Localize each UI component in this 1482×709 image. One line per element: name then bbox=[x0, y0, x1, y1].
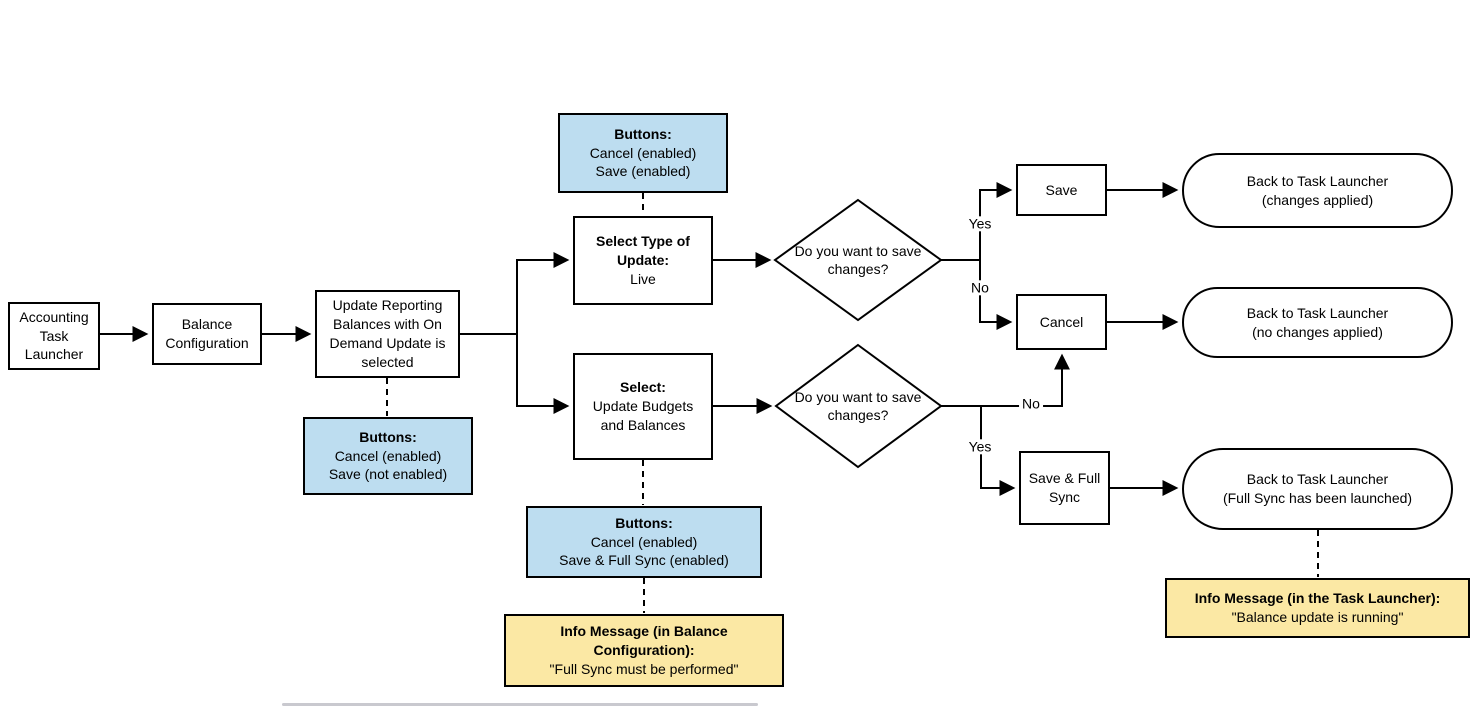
edge-update-to-select-type bbox=[460, 252, 570, 335]
bottom-divider-line bbox=[282, 703, 758, 706]
node-save: Save bbox=[1016, 164, 1107, 216]
info-message-balance-configuration-text: "Full Sync must be performed" bbox=[549, 660, 739, 677]
node-save-full-sync: Save & Full Sync bbox=[1019, 451, 1110, 525]
edge-decision2-yes-to-fullsync bbox=[980, 406, 1016, 496]
note-buttons-full-sync-line1: Cancel (enabled) bbox=[590, 533, 698, 550]
end-no-changes-applied: Back to Task Launcher (no changes applie… bbox=[1182, 287, 1453, 358]
info-message-task-launcher: Info Message (in the Task Launcher): "Ba… bbox=[1165, 578, 1470, 638]
note-buttons-save-disabled: Buttons: Cancel (enabled) Save (not enab… bbox=[303, 417, 473, 495]
end-changes-applied-line1: Back to Task Launcher bbox=[1246, 172, 1389, 189]
node-update-reporting-balances-label: Update Reporting Balances with On Demand… bbox=[329, 297, 446, 370]
info-message-task-launcher-title: Info Message (in the Task Launcher): bbox=[1194, 590, 1441, 607]
info-message-task-launcher-text: "Balance update is running" bbox=[1231, 609, 1404, 625]
info-message-balance-configuration: Info Message (in Balance Configuration):… bbox=[504, 614, 784, 687]
edge-label-yes-save: Yes bbox=[965, 215, 995, 232]
end-full-sync-launched-line2: (Full Sync has been launched) bbox=[1222, 490, 1413, 506]
node-balance-configuration-label: Balance Configuration bbox=[165, 316, 249, 351]
node-balance-configuration: Balance Configuration bbox=[152, 303, 262, 365]
edge-update-to-select-budgets bbox=[516, 334, 570, 414]
end-no-changes-applied-line1: Back to Task Launcher bbox=[1246, 304, 1389, 321]
note-buttons-save-enabled-line1: Cancel (enabled) bbox=[589, 144, 697, 161]
edge-decision2-no-to-cancel bbox=[941, 353, 1070, 407]
note-buttons-save-disabled-line2: Save (not enabled) bbox=[328, 466, 448, 483]
decision-budgets-diamond bbox=[774, 343, 943, 469]
decision-live-diamond bbox=[773, 198, 943, 322]
end-changes-applied-line2: (changes applied) bbox=[1261, 191, 1374, 208]
decision-live-label: Do you want to save changes? bbox=[794, 242, 922, 277]
node-cancel: Cancel bbox=[1016, 294, 1107, 350]
decision-budgets-label: Do you want to save changes? bbox=[794, 388, 922, 423]
node-update-reporting-balances: Update Reporting Balances with On Demand… bbox=[315, 290, 460, 378]
node-save-full-sync-label: Save & Full Sync bbox=[1028, 470, 1101, 505]
node-accounting-task-launcher: Accounting Task Launcher bbox=[8, 302, 100, 370]
note-buttons-full-sync-line2: Save & Full Sync (enabled) bbox=[559, 552, 729, 569]
note-buttons-save-enabled-title: Buttons: bbox=[614, 125, 672, 142]
node-select-update-budgets-title: Select: bbox=[620, 379, 666, 396]
node-select-type-of-update-value: Live bbox=[630, 270, 656, 287]
node-select-type-of-update: Select Type of Update: Live bbox=[573, 216, 713, 305]
node-accounting-task-launcher-label: Accounting Task Launcher bbox=[19, 308, 89, 363]
edge-label-no-cancel: No bbox=[968, 279, 992, 296]
edge-label-no-to-cancel: No bbox=[1019, 395, 1043, 412]
note-buttons-save-enabled: Buttons: Cancel (enabled) Save (enabled) bbox=[558, 113, 728, 193]
node-select-update-budgets-value: Update Budgets and Balances bbox=[592, 398, 694, 433]
note-buttons-save-disabled-line1: Cancel (enabled) bbox=[334, 447, 442, 464]
end-full-sync-launched: Back to Task Launcher (Full Sync has bee… bbox=[1182, 448, 1453, 530]
node-select-type-of-update-title: Select Type of Update: bbox=[596, 233, 690, 269]
node-save-label: Save bbox=[1045, 181, 1078, 198]
note-buttons-full-sync: Buttons: Cancel (enabled) Save & Full Sy… bbox=[526, 506, 762, 578]
note-buttons-save-enabled-line2: Save (enabled) bbox=[595, 163, 691, 180]
note-buttons-full-sync-title: Buttons: bbox=[615, 514, 673, 531]
info-message-balance-configuration-title: Info Message (in Balance Configuration): bbox=[560, 623, 728, 659]
edge-label-yes-full-sync: Yes bbox=[965, 438, 995, 455]
end-full-sync-launched-line1: Back to Task Launcher bbox=[1246, 471, 1389, 488]
end-changes-applied: Back to Task Launcher (changes applied) bbox=[1182, 153, 1453, 228]
node-cancel-label: Cancel bbox=[1039, 313, 1084, 330]
end-no-changes-applied-line2: (no changes applied) bbox=[1252, 323, 1383, 340]
note-buttons-save-disabled-title: Buttons: bbox=[359, 428, 417, 445]
node-select-update-budgets: Select: Update Budgets and Balances bbox=[573, 353, 713, 460]
